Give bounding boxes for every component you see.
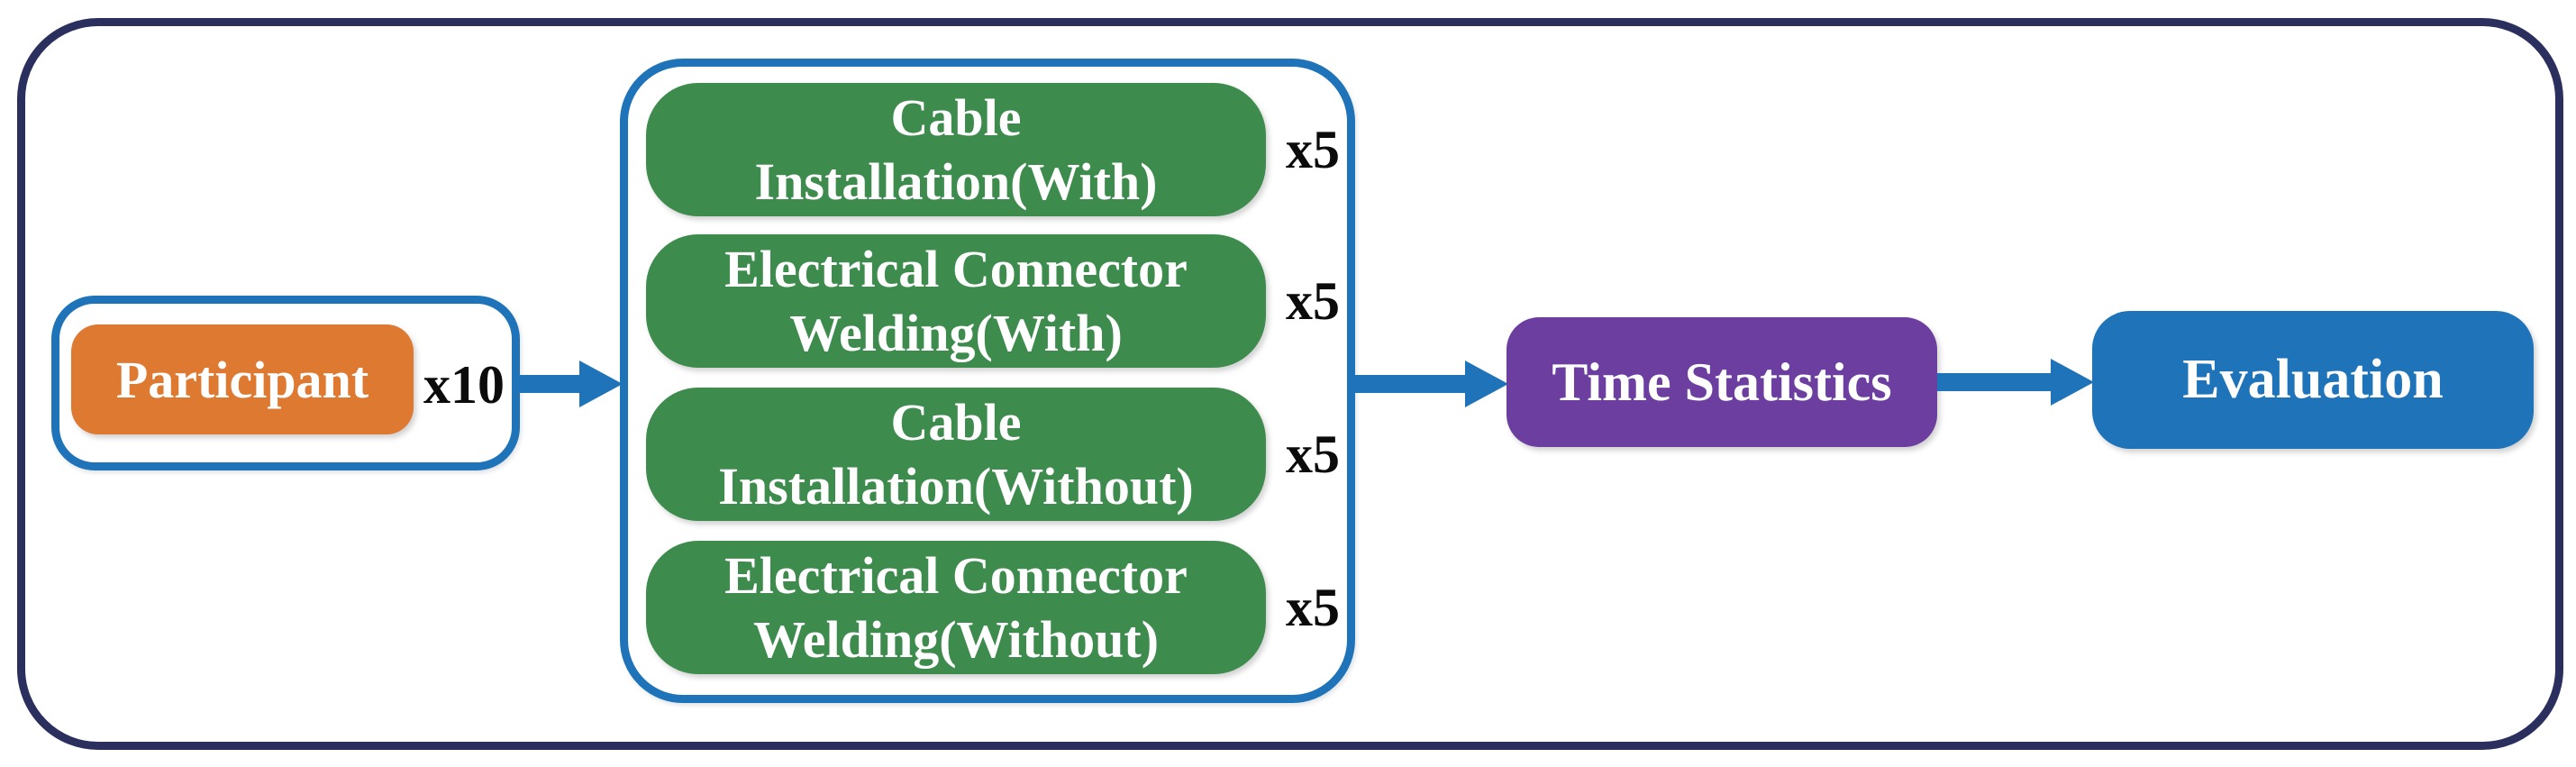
tasks-group-border (620, 59, 1355, 703)
arrow-stats-to-evaluation-shaft (1937, 373, 2051, 391)
participant-count: x10 (423, 355, 505, 415)
task-label-line1: Cable (890, 393, 1022, 452)
task-count: x5 (1286, 578, 1340, 637)
participant-node: Participant (71, 324, 414, 434)
task-count: x5 (1286, 120, 1340, 179)
task-count: x5 (1286, 271, 1340, 331)
task-label-line1: Electrical Connector (724, 546, 1188, 605)
task-node-connector-welding-with: Electrical Connector Welding(With) (646, 234, 1266, 368)
task-count: x5 (1286, 425, 1340, 484)
task-label-line2: Welding(Without) (752, 610, 1160, 669)
task-node-cable-installation-with: Cable Installation(With) (646, 83, 1266, 216)
arrow-tasks-to-stats-head-icon (1465, 361, 1508, 407)
time-statistics-node: Time Statistics (1506, 317, 1937, 447)
evaluation-node: Evaluation (2092, 311, 2534, 449)
task-label-line2: Installation(With) (754, 152, 1158, 211)
arrow-participant-to-tasks-shaft (520, 375, 579, 393)
participant-group-border (51, 296, 520, 470)
task-label-line1: Electrical Connector (724, 240, 1188, 298)
task-label-line2: Welding(With) (789, 304, 1123, 362)
arrow-stats-to-evaluation-head-icon (2051, 359, 2094, 406)
time-statistics-label: Time Statistics (1552, 352, 1892, 412)
task-node-cable-installation-without: Cable Installation(Without) (646, 388, 1266, 521)
arrow-tasks-to-stats-shaft (1355, 375, 1465, 393)
task-label-line1: Cable (890, 88, 1022, 147)
arrow-participant-to-tasks-head-icon (579, 361, 623, 407)
evaluation-label: Evaluation (2182, 349, 2444, 410)
participant-label: Participant (115, 350, 369, 409)
task-node-connector-welding-without: Electrical Connector Welding(Without) (646, 541, 1266, 674)
diagram-outer-frame (17, 18, 2563, 750)
task-label-line2: Installation(Without) (718, 457, 1194, 516)
